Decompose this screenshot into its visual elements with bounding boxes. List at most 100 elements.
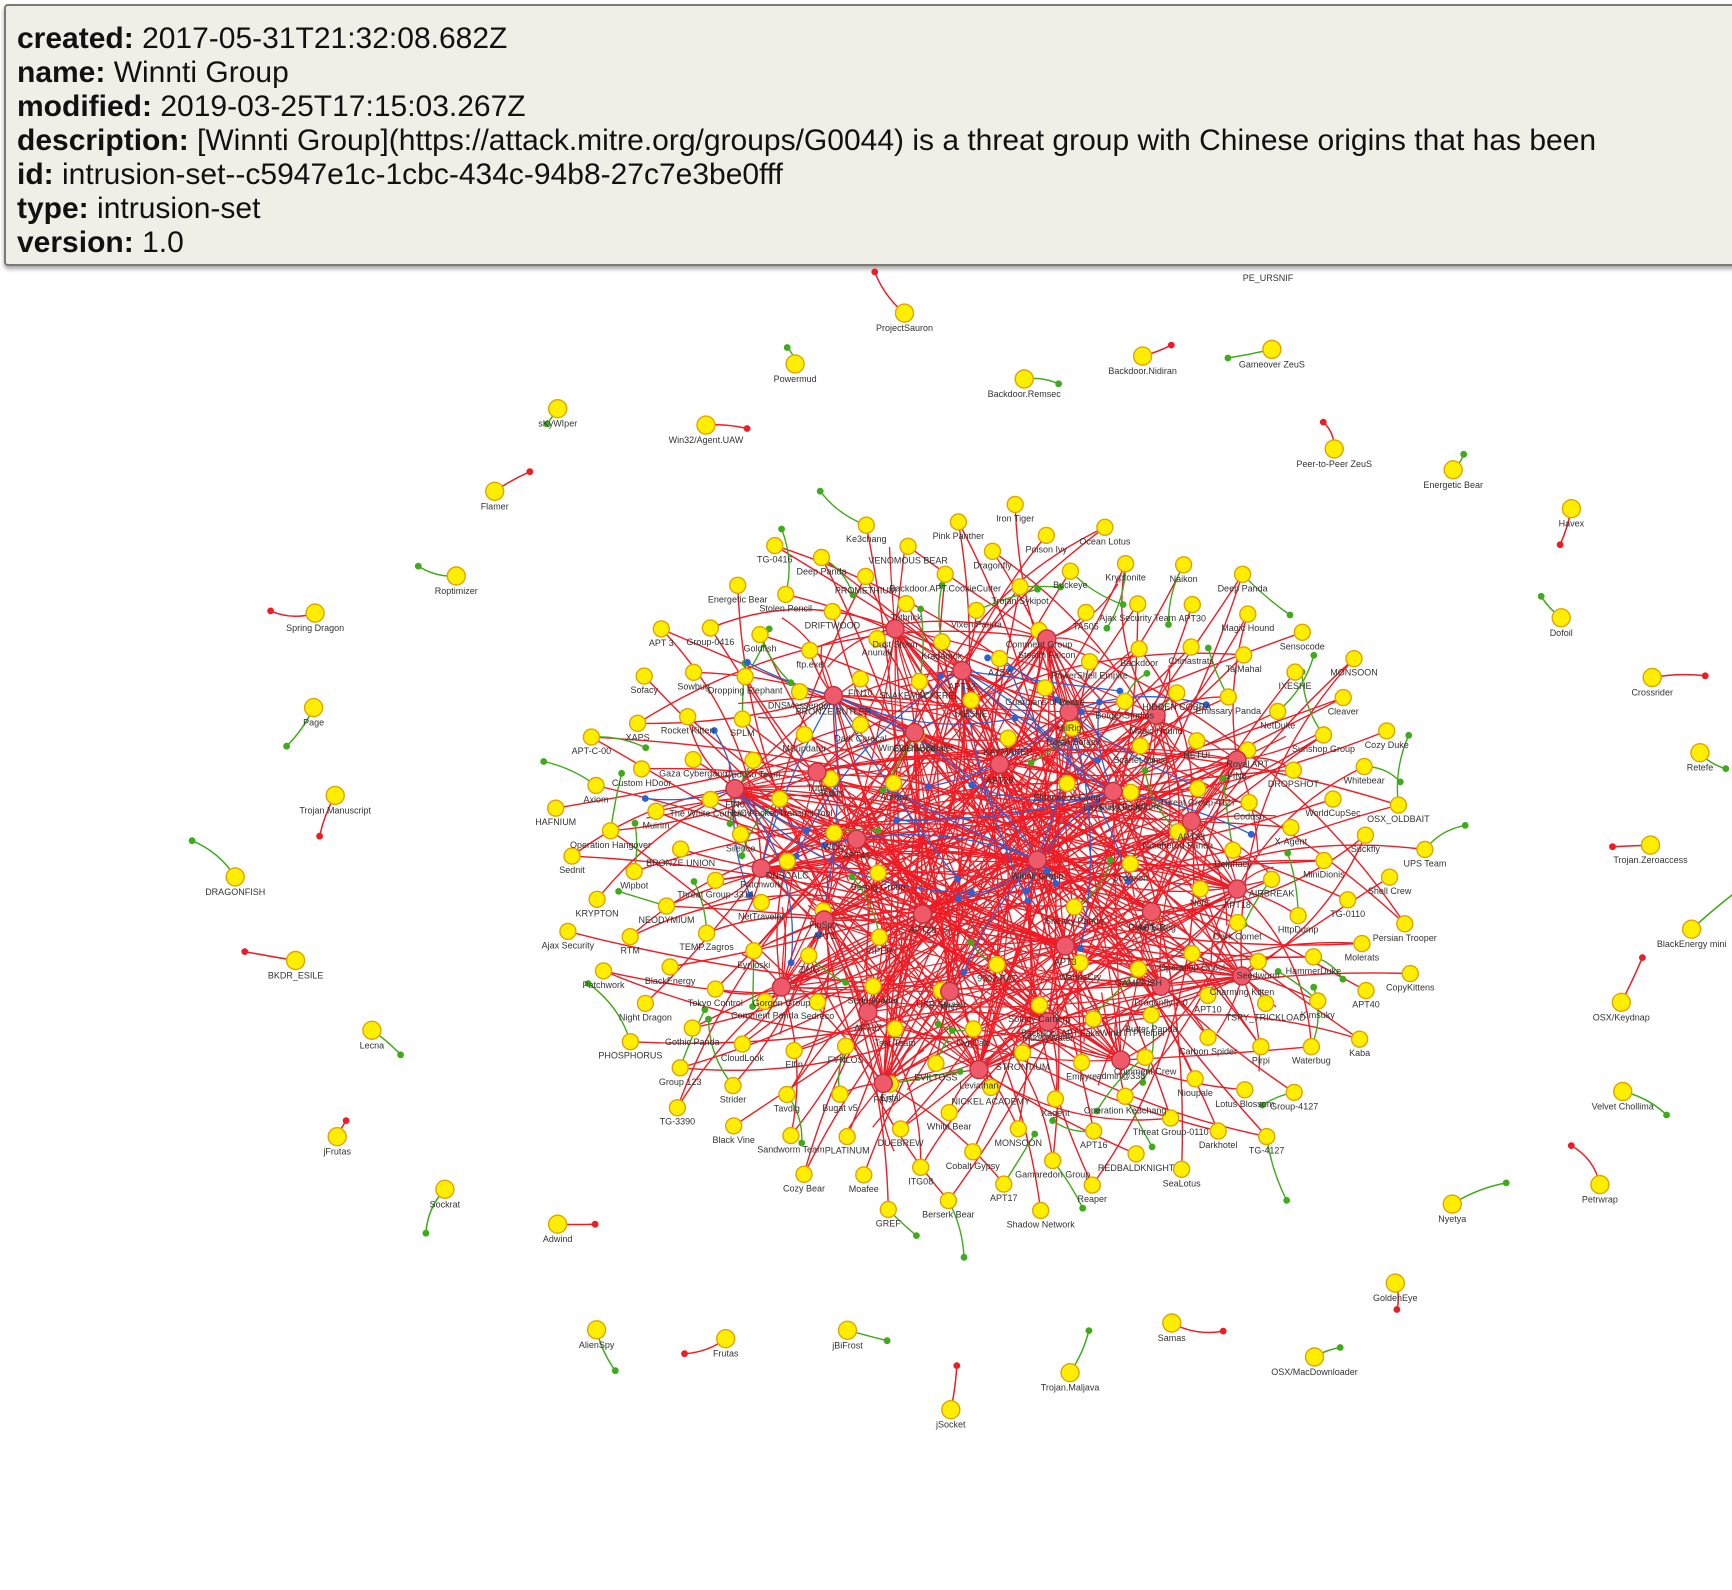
software-node-carbon-spider[interactable]	[1199, 1028, 1217, 1047]
software-node-9002-rat[interactable]	[988, 955, 1006, 974]
software-node-beijing-group[interactable]	[869, 864, 887, 882]
software-node-scarlet-mimic[interactable]	[1131, 737, 1150, 755]
software-node-berserk-bear[interactable]	[939, 1191, 958, 1210]
group-node-muddywater[interactable]	[1038, 1012, 1058, 1032]
software-node-projectsauron[interactable]	[894, 303, 915, 323]
group-node-dust-storm[interactable]	[885, 619, 905, 639]
software-node-tokyo-control[interactable]	[706, 980, 725, 998]
software-node-xagent[interactable]	[1046, 1090, 1065, 1108]
software-node-iron-tiger[interactable]	[1006, 495, 1024, 514]
software-node-airbreak[interactable]	[1262, 870, 1281, 889]
software-node-bugat-v5[interactable]	[831, 1085, 849, 1103]
software-node-group-0416[interactable]	[701, 619, 720, 637]
software-node-fin10[interactable]	[851, 670, 869, 688]
group-node-stealth-falcon[interactable]	[1037, 629, 1057, 649]
software-node-zing[interactable]	[800, 946, 818, 965]
software-node-kung-fu-kittens[interactable]	[1122, 783, 1140, 801]
software-node-neodymium[interactable]	[657, 897, 676, 915]
software-node-threat-group-0110[interactable]	[1161, 1109, 1180, 1127]
software-node-tg-0110[interactable]	[1338, 891, 1357, 909]
software-node-numbered-panda[interactable]	[1169, 823, 1187, 841]
group-node-gorgon-group[interactable]	[771, 977, 792, 997]
software-node-fynlos[interactable]	[836, 1037, 855, 1055]
software-node-pirpi[interactable]	[1252, 1037, 1270, 1056]
software-node-blackenergy-mini[interactable]	[1681, 919, 1702, 939]
software-node-sensocode[interactable]	[1293, 623, 1312, 641]
group-node-charming-kitten[interactable]	[1232, 966, 1252, 986]
software-node-backdoor-apt-fakewinhttphelper[interactable]	[1084, 1010, 1103, 1028]
software-node-black-vine[interactable]	[725, 1117, 743, 1135]
software-node-comment-crew[interactable]	[1136, 1048, 1154, 1067]
software-node-seedworm[interactable]	[1249, 952, 1267, 971]
software-node-itg08[interactable]	[912, 1158, 930, 1177]
group-node-patchwork[interactable]	[751, 858, 771, 878]
software-node-tg-4127[interactable]	[1257, 1127, 1276, 1146]
software-node-kaba[interactable]	[1350, 1030, 1369, 1048]
software-node-nettraveler[interactable]	[752, 893, 770, 912]
group-node-fin6[interactable]	[725, 779, 745, 799]
group-node-winnti-group[interactable]	[1027, 850, 1048, 870]
software-node-roptimizer[interactable]	[446, 566, 466, 586]
software-node-gothic-panda[interactable]	[683, 1019, 701, 1037]
group-node-apt28[interactable]	[912, 904, 933, 924]
software-node-dropping-elephant[interactable]	[736, 667, 754, 686]
software-node-copykittens[interactable]	[1401, 964, 1420, 983]
software-node-sandworm-team[interactable]	[782, 1126, 800, 1145]
software-node-shell-crew[interactable]	[1380, 868, 1399, 886]
group-node-lazarus-group[interactable]	[1103, 781, 1123, 802]
software-node-empyre[interactable]	[1072, 1053, 1091, 1072]
software-node-skywiper[interactable]	[548, 399, 568, 419]
software-node-totbrick[interactable]	[897, 595, 915, 613]
group-node-leviathan[interactable]	[969, 1059, 989, 1080]
software-node-hafnium[interactable]	[547, 799, 565, 817]
software-node-tspy-trickload[interactable]	[1256, 994, 1275, 1013]
software-node-ftp-exe[interactable]	[801, 641, 819, 660]
software-node-whitebear[interactable]	[1355, 757, 1373, 776]
software-node-temp-zagros[interactable]	[697, 924, 716, 942]
software-node-backdoor[interactable]	[1130, 640, 1148, 658]
software-node-wcry[interactable]	[825, 824, 843, 842]
software-node-jfrutas[interactable]	[327, 1126, 347, 1147]
software-node-strider[interactable]	[724, 1076, 742, 1095]
group-node-magic-hound[interactable]	[1146, 705, 1166, 725]
software-node-dark-comet[interactable]	[1228, 913, 1247, 932]
group-node-turla[interactable]	[807, 762, 827, 782]
software-node-sednit[interactable]	[563, 847, 581, 865]
software-node-samas[interactable]	[1162, 1313, 1182, 1333]
group-node-apt29[interactable]	[989, 754, 1010, 774]
software-node-osx-keydnap[interactable]	[1611, 992, 1632, 1012]
software-node-adwind[interactable]	[547, 1214, 568, 1234]
software-node-energetic-bear[interactable]	[729, 576, 747, 594]
software-node-netc[interactable]	[1191, 880, 1210, 898]
software-node-codoso[interactable]	[1240, 793, 1258, 812]
software-node-sealotus[interactable]	[1172, 1160, 1191, 1179]
group-node-apt41[interactable]	[846, 829, 867, 849]
software-node-platinum[interactable]	[838, 1127, 856, 1146]
software-node-dnscalc[interactable]	[778, 852, 796, 870]
software-node-persian-trooper[interactable]	[1396, 915, 1414, 933]
software-node-operation-hangover[interactable]	[601, 822, 620, 840]
software-node-ups-team[interactable]	[1416, 840, 1434, 859]
software-node-trojan-manuscript[interactable]	[325, 785, 345, 806]
software-node-chinastrats[interactable]	[1182, 638, 1200, 656]
software-node-guardians-of-peace[interactable]	[1036, 679, 1054, 697]
group-node-fin7[interactable]	[940, 981, 960, 1002]
software-node-patchwork[interactable]	[594, 962, 613, 980]
software-node-page[interactable]	[303, 697, 324, 718]
software-node-velvet-chollima[interactable]	[1612, 1081, 1633, 1102]
software-node-dragonfish[interactable]	[225, 867, 245, 887]
software-node-venomous-bear[interactable]	[899, 537, 917, 555]
software-node-shadow-network[interactable]	[1031, 1201, 1050, 1220]
software-node-huc-packet-transmit-tool[interactable]	[771, 790, 789, 808]
software-node-butter-panda[interactable]	[1142, 1006, 1161, 1024]
software-node-moafee[interactable]	[855, 1166, 873, 1184]
software-node-apt16[interactable]	[1084, 1122, 1103, 1140]
software-node-win32-agent-uaw[interactable]	[696, 415, 716, 435]
software-node-bronze-union[interactable]	[671, 840, 690, 858]
software-node-strontium[interactable]	[1013, 1044, 1032, 1062]
software-node-muirim[interactable]	[647, 802, 665, 820]
software-node-peer-to-peer-zeus[interactable]	[1324, 439, 1344, 459]
software-node-viper[interactable]	[870, 928, 888, 946]
software-node-sunshop-group[interactable]	[1314, 726, 1333, 744]
group-node-apt33[interactable]	[1181, 811, 1202, 831]
